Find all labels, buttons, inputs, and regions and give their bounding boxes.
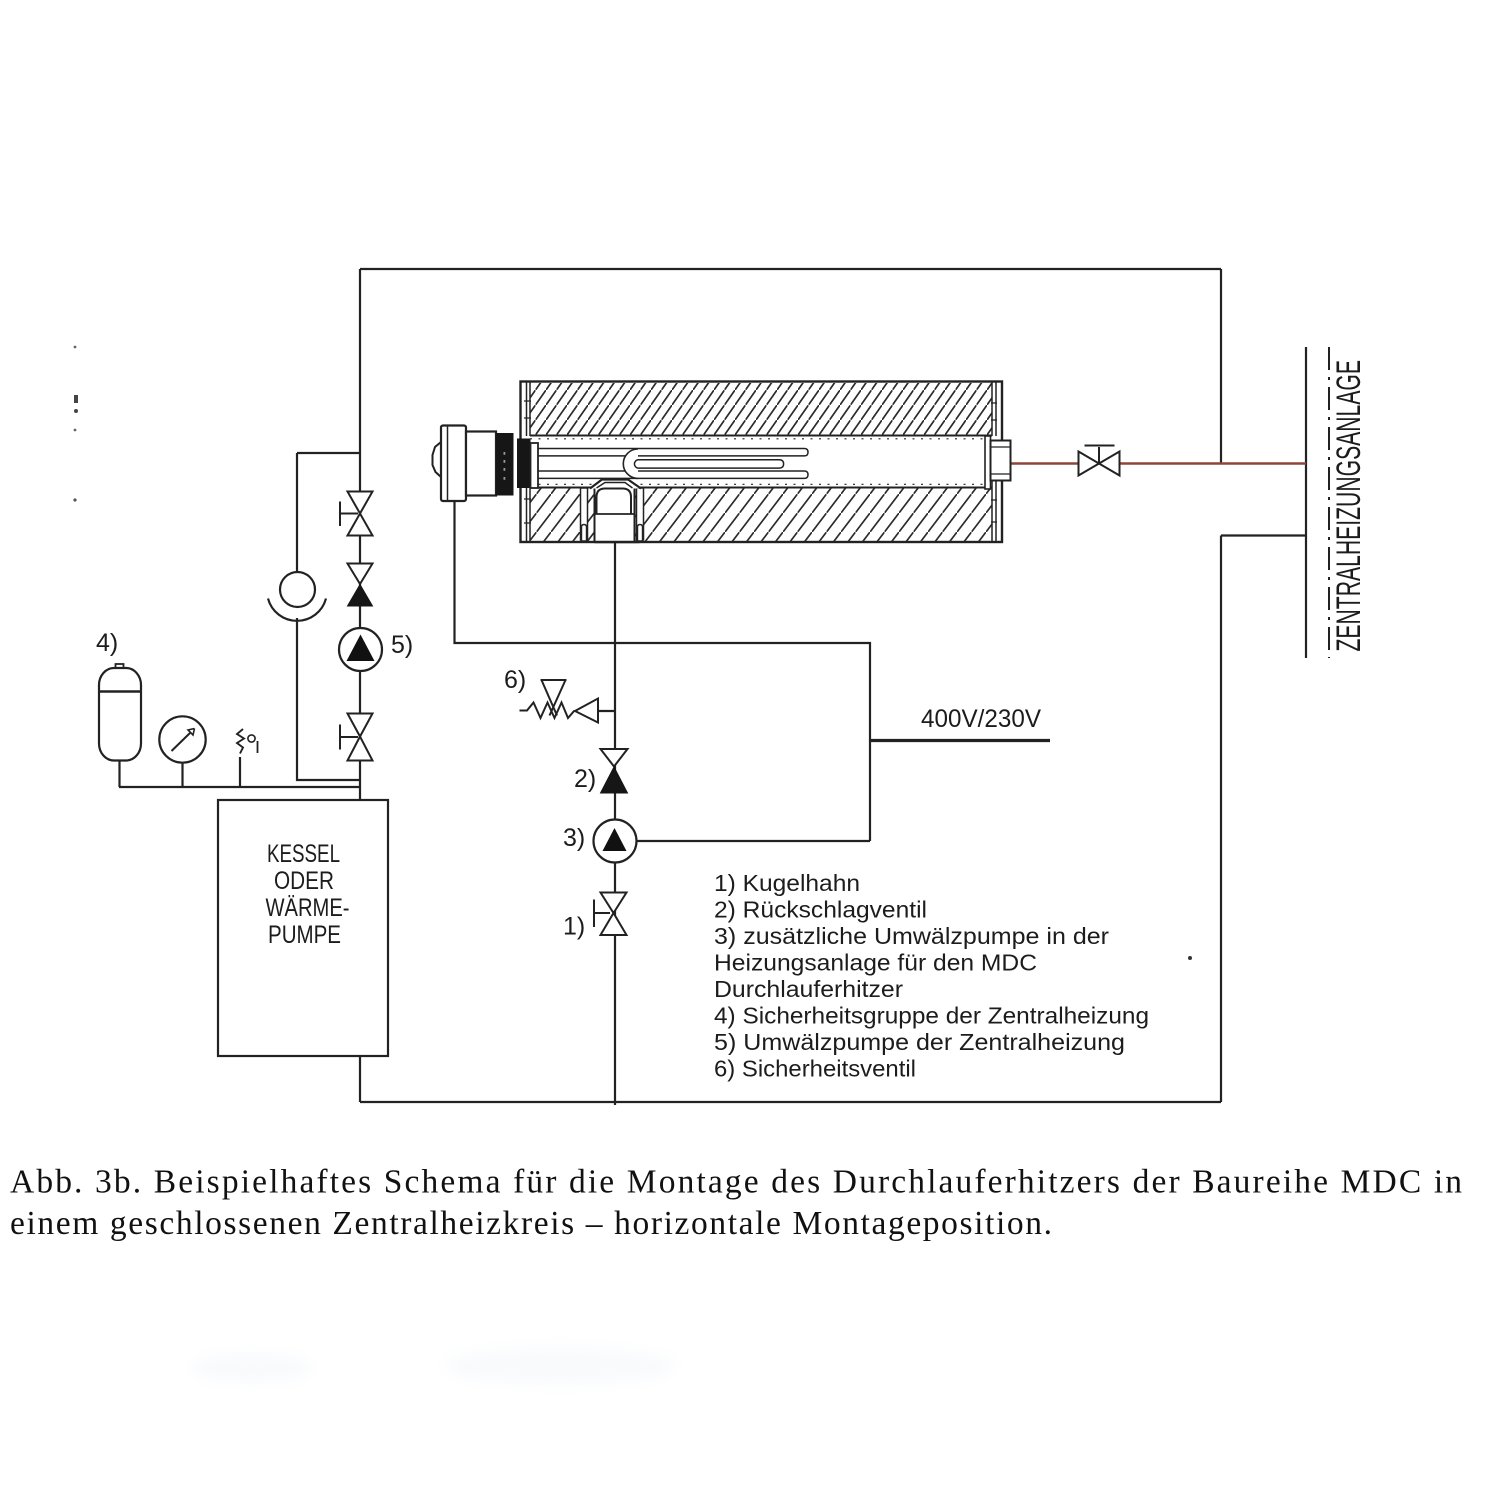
svg-text:5): 5) (391, 631, 413, 659)
svg-text:3): 3) (563, 824, 585, 852)
svg-text:1): 1) (563, 913, 585, 941)
svg-text:ODER: ODER (274, 867, 334, 895)
svg-text:WÄRME-: WÄRME- (266, 894, 350, 922)
svg-text:3) zusätzliche Umwälzpumpe in: 3) zusätzliche Umwälzpumpe in der (714, 923, 1109, 949)
svg-text:PUMPE: PUMPE (268, 921, 341, 949)
svg-text:Abb. 3b. Beispielhaftes Schema: Abb. 3b. Beispielhaftes Schema für die M… (10, 1164, 1462, 1201)
svg-text:KESSEL: KESSEL (267, 840, 340, 868)
svg-text:4) Sicherheitsgruppe der Zentr: 4) Sicherheitsgruppe der Zentralheizung (714, 1003, 1149, 1029)
svg-text:einem geschlossenen Zentralhei: einem geschlossenen Zentralheizkreis – h… (10, 1205, 1052, 1242)
svg-text:Durchlauferhitzer: Durchlauferhitzer (714, 976, 903, 1002)
svg-text:6): 6) (504, 666, 526, 694)
svg-text:1) Kugelhahn: 1) Kugelhahn (714, 870, 860, 896)
svg-text:4): 4) (96, 629, 118, 657)
svg-text:2): 2) (574, 765, 596, 793)
svg-text:ZENTRALHEIZUNGSANLAGE: ZENTRALHEIZUNGSANLAGE (1330, 360, 1368, 652)
svg-text:6) Sicherheitsventil: 6) Sicherheitsventil (714, 1056, 916, 1082)
svg-text:400V/230V: 400V/230V (921, 705, 1041, 733)
svg-text:2) Rückschlagventil: 2) Rückschlagventil (714, 897, 927, 923)
svg-text:5) Umwälzpumpe der Zentralheiz: 5) Umwälzpumpe der Zentralheizung (714, 1029, 1125, 1055)
svg-text:Heizungsanlage für den MDC: Heizungsanlage für den MDC (714, 950, 1037, 976)
